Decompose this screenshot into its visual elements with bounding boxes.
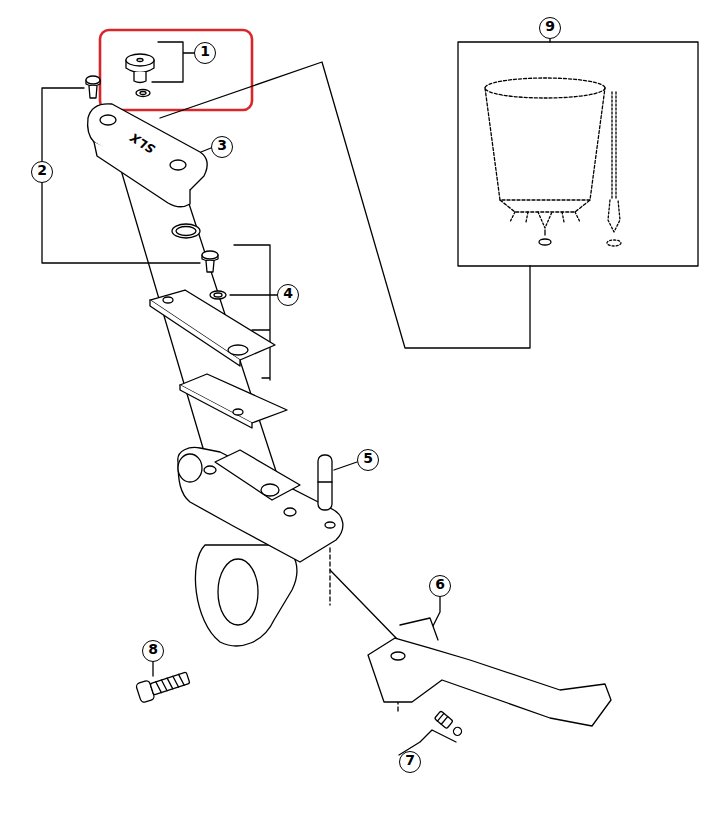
leader-lines [42,39,550,755]
reach-screw-part [437,713,443,721]
bleed-kit-part [485,78,605,98]
leader-lines-part [152,662,153,676]
bleed-cap-part [136,90,150,97]
lever-pin-part [318,455,332,510]
brand-mark: SLX [128,130,158,156]
bleed-kit-part [500,200,590,212]
bleed-cap-part [134,72,146,83]
lever-body-part [215,450,300,500]
cover-screw [86,76,226,299]
bleed-kit-part [485,88,605,200]
bleed-cap-part [137,59,143,62]
callout-number: 1 [194,42,216,64]
cover-screw-part [206,261,214,272]
diaphragm-set-part [176,227,196,236]
lever-body [178,448,343,646]
callout-number: 5 [357,449,379,471]
diaphragm-set [150,224,287,428]
callout-number: 4 [277,284,299,306]
lever-body-part [195,545,296,646]
reach-screw-part [434,711,453,729]
reach-screw-part [441,717,447,725]
cover-screw-part [202,251,218,259]
lever-body-part [284,508,296,516]
bleed-kit-part [538,212,552,228]
bleed-cap-part [126,54,154,66]
alignment-lines-part [329,548,330,605]
callout-number: 3 [211,136,233,158]
bleed-cap [126,54,154,97]
leader-lines-part [334,462,357,470]
leader-lines-part [549,39,550,42]
callout-number: 7 [399,751,421,773]
alignment-lines [108,126,398,712]
clamp-bolt [135,668,191,703]
diaphragm-set-part [150,290,275,360]
leader-lines-part [432,597,440,628]
highlight-frame [100,30,252,110]
callout-number: 9 [539,17,561,39]
lever-body-part [261,484,279,496]
bleed-kit-part [458,42,698,266]
callout-number: 8 [142,640,164,662]
clamp-bolt-part [156,674,184,693]
leader-lines-part [160,62,530,348]
lever-body-part [178,454,202,482]
diaphragm-set-part [180,385,252,428]
bleed-kit-part [607,240,621,246]
diaphragm-set-part [163,297,173,303]
clamp-bolt-part [150,672,190,695]
bleed-kit-part [510,212,580,222]
bleed-kit-part [611,92,612,200]
cover-screw-part [89,86,97,98]
diaphragm-set-part [233,409,243,415]
reach-screw-part [452,726,463,737]
brake-lever-part [391,652,405,660]
diaphragm-set-part [150,300,240,366]
cover-screw-part [210,291,226,299]
bleed-kit-part [615,92,616,200]
brake-lever-part [368,638,611,726]
leader-lines-part [201,148,211,152]
brake-lever [368,618,611,726]
cover-screw-part [86,76,100,84]
bleed-kit-part [544,230,545,235]
lever-body-part [204,466,216,474]
leader-lines-part [152,42,194,82]
reservoir-cover-part [100,115,116,125]
bleed-kit-part [539,239,551,245]
reach-screw [434,711,463,738]
bleed-kit-part [608,200,620,232]
cover-screw-part [214,293,222,297]
bleed-kit [458,42,698,266]
reservoir-cover-part [94,142,190,207]
lever-pin-part [318,481,332,482]
lever-pin [318,455,332,510]
lever-body-part [178,448,343,562]
diaphragm-set-part [228,345,248,355]
diaphragm-set-part [172,224,200,238]
alignment-lines-part [330,570,398,640]
brake-lever-part [400,618,438,640]
callout-number: 6 [429,575,451,597]
bleed-cap-part [140,92,146,95]
reservoir-cover [88,104,208,207]
lever-body-part [325,522,335,528]
lever-body-part [218,559,258,625]
callout-number: 2 [31,161,53,183]
reservoir-cover-part [170,160,186,170]
